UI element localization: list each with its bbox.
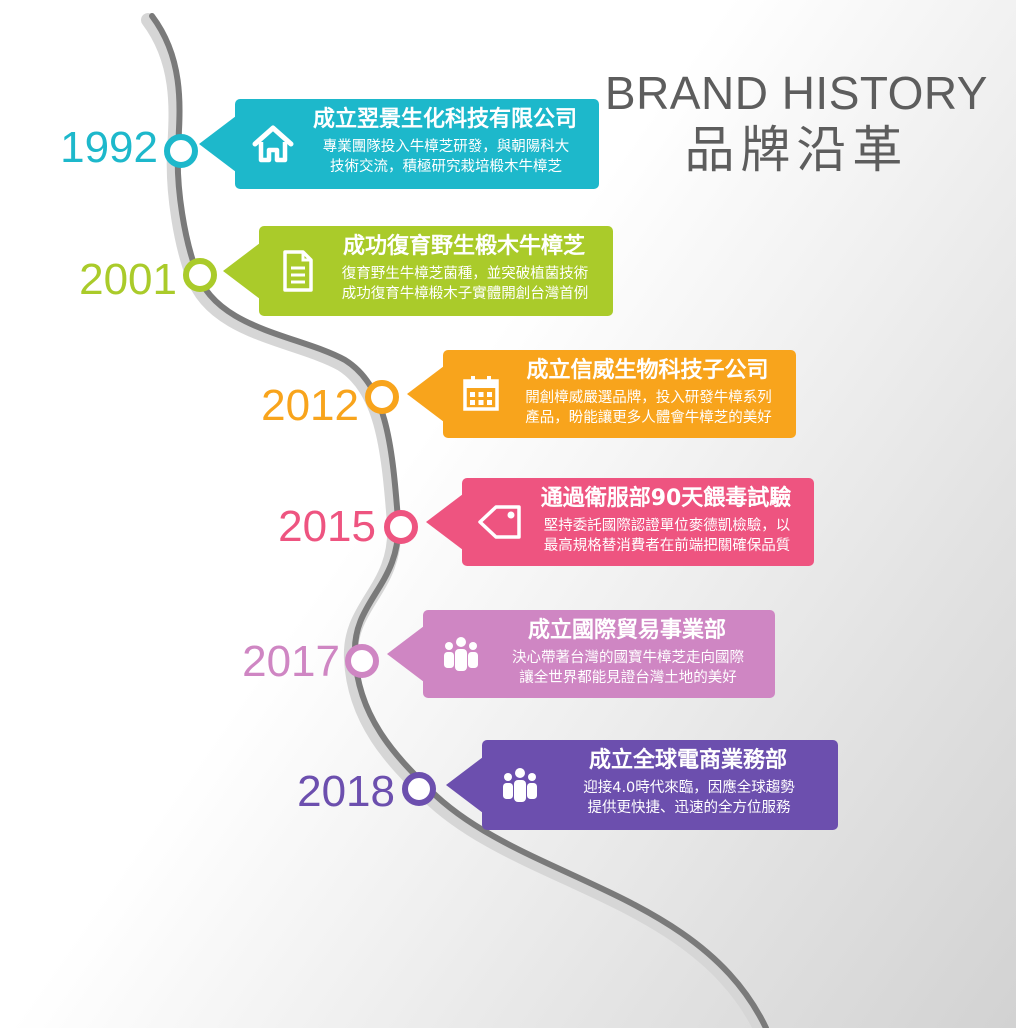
tag-icon: [476, 498, 524, 546]
milestone-description: 提供更快捷、迅速的全方位服務: [587, 800, 791, 816]
year-label: 2018: [297, 767, 395, 816]
milestone-card: 成功復育野生椴木牛樟芝 復育野生牛樟芝菌種，並突破植菌技術 成功復育牛樟椴木子實…: [223, 226, 613, 316]
milestone-description: 開創樟威嚴選品牌，投入研發牛樟系列: [525, 390, 772, 406]
home-icon: [249, 120, 297, 168]
milestone-description: 決心帶著台灣的國寶牛樟芝走向國際: [512, 650, 744, 666]
callout-pointer: [446, 757, 483, 813]
year-label: 2015: [278, 502, 376, 551]
document-icon: [273, 247, 321, 295]
milestone-card: 成立全球電商業務部 迎接4.0時代來臨，因應全球趨勢 提供更快捷、迅速的全方位服…: [446, 740, 838, 830]
group-icon: [496, 761, 544, 809]
milestone-title: 成立全球電商業務部: [588, 748, 787, 773]
timeline-node: [345, 644, 379, 678]
milestone-card: 成立國際貿易事業部 決心帶著台灣的國寶牛樟芝走向國際 讓全世界都能見證台灣土地的…: [387, 610, 775, 698]
milestone-description: 技術交流，積極研究栽培椴木牛樟芝: [330, 159, 562, 175]
year-label: 2017: [242, 637, 340, 686]
year-label: 1992: [60, 123, 158, 172]
timeline-node: [402, 772, 436, 806]
year-label: 2001: [79, 255, 177, 304]
milestone-description: 最高規格替消費者在前端把關確保品質: [543, 538, 791, 554]
milestone-title: 成立翌景生化科技有限公司: [312, 107, 577, 132]
milestone-title: 成立信威生物科技子公司: [526, 358, 769, 383]
milestone-description: 產品，盼能讓更多人體會牛樟芝的美好: [525, 410, 772, 426]
calendar-icon: [457, 370, 505, 418]
heading: BRAND HISTORY 品牌沿革: [605, 68, 988, 178]
timeline-node: [384, 510, 418, 544]
milestone-description: 復育野生牛樟芝菌種，並突破植菌技術: [341, 266, 589, 282]
group-icon: [437, 630, 485, 678]
callout-pointer: [199, 116, 236, 172]
milestone-description: 讓全世界都能見證台灣土地的美好: [519, 670, 737, 686]
milestone-title: 成立國際貿易事業部: [527, 618, 726, 643]
year-label: 2012: [261, 381, 359, 430]
callout-pointer: [223, 243, 260, 299]
timeline-node: [164, 134, 198, 168]
milestone-description: 迎接4.0時代來臨，因應全球趨勢: [583, 780, 795, 796]
milestone-title: 通過衛服部90天餵毒試驗: [540, 486, 792, 511]
timeline-node: [365, 380, 399, 414]
milestone-title: 成功復育野生椴木牛樟芝: [342, 234, 585, 259]
heading-english: BRAND HISTORY: [604, 67, 988, 119]
callout-pointer: [426, 494, 463, 550]
timeline-node: [183, 258, 217, 292]
milestone-description: 專業團隊投入牛樟芝研發，與朝陽科大: [322, 139, 570, 155]
milestone-description: 成功復育牛樟椴木子實體開創台灣首例: [341, 286, 589, 302]
heading-chinese: 品牌沿革: [684, 120, 909, 179]
callout-pointer: [407, 366, 444, 422]
milestone-card: 成立翌景生化科技有限公司 專業團隊投入牛樟芝研發，與朝陽科大 技術交流，積極研究…: [199, 99, 599, 189]
milestone-description: 堅持委託國際認證單位麥德凱檢驗，以: [543, 518, 791, 534]
milestone-card: 通過衛服部90天餵毒試驗 堅持委託國際認證單位麥德凱檢驗，以 最高規格替消費者在…: [426, 478, 814, 566]
callout-pointer: [387, 626, 424, 682]
milestone-card: 成立信威生物科技子公司 開創樟威嚴選品牌，投入研發牛樟系列 產品，盼能讓更多人體…: [407, 350, 796, 438]
